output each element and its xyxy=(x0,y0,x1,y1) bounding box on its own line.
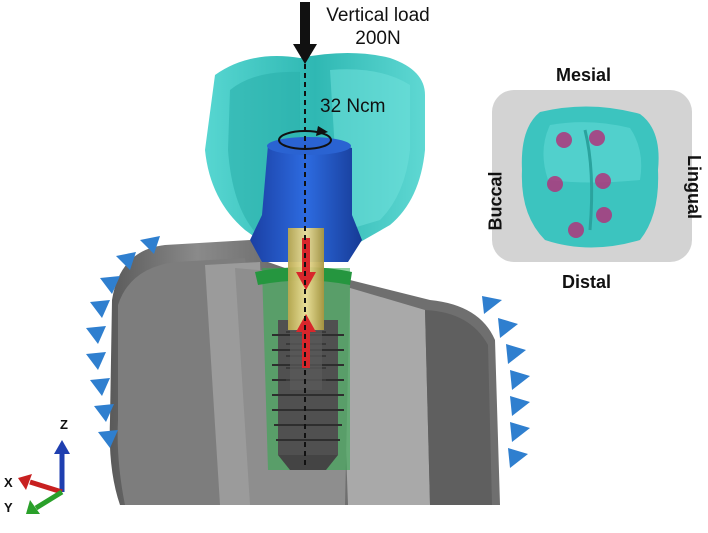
constraints-right xyxy=(482,296,530,468)
axis-triad xyxy=(18,440,70,514)
triangle-icon xyxy=(86,352,106,370)
x-axis-label: X xyxy=(4,475,13,490)
y-axis-icon xyxy=(34,489,64,511)
vertical-load-title: Vertical load xyxy=(326,5,430,26)
triangle-icon xyxy=(508,448,528,468)
lingual-label: Lingual xyxy=(684,155,704,219)
triangle-icon xyxy=(482,296,502,314)
buccal-label: Buccal xyxy=(485,171,506,231)
rotation-arrow-icon xyxy=(278,126,332,150)
triangle-icon xyxy=(98,430,118,448)
triangle-icon xyxy=(86,326,106,344)
constraints-left xyxy=(86,236,160,448)
triangle-icon xyxy=(94,404,114,422)
triangle-icon xyxy=(506,344,526,364)
triangle-icon xyxy=(100,276,120,294)
torque-label: 32 Ncm xyxy=(320,96,386,117)
contact-points xyxy=(547,130,612,238)
triangle-icon xyxy=(116,252,136,270)
triangle-icon xyxy=(90,378,110,396)
triangle-icon xyxy=(140,236,160,254)
occlusal-view-inset xyxy=(492,90,692,262)
mesial-label: Mesial xyxy=(556,65,612,85)
triangle-icon xyxy=(510,422,530,442)
y-axis-label: Y xyxy=(4,500,13,515)
preload-arrow-up-head xyxy=(296,314,316,332)
triangle-icon xyxy=(510,396,530,416)
distal-label: Distal xyxy=(562,272,612,292)
z-axis-label: Z xyxy=(60,417,68,432)
x-axis-icon xyxy=(29,479,63,495)
triangle-icon xyxy=(510,370,530,390)
triangle-icon xyxy=(498,318,518,338)
triangle-icon xyxy=(90,300,110,318)
vertical-load-label: Vertical load 200N xyxy=(318,6,438,48)
vertical-load-value: 200N xyxy=(355,28,401,49)
